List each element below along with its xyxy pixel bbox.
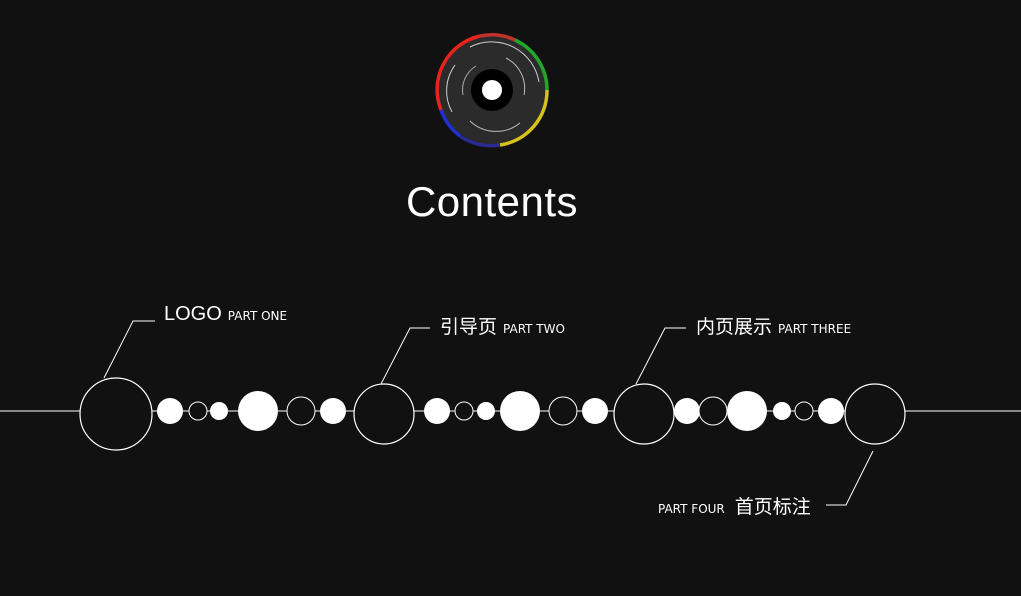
section-title: LOGO bbox=[164, 303, 222, 325]
logo-ring-yellow-arc bbox=[499, 89, 549, 147]
logo-groove-3 bbox=[505, 57, 526, 96]
dot bbox=[548, 396, 578, 426]
dot bbox=[188, 401, 208, 421]
logo-ring-top-arc bbox=[479, 33, 516, 42]
dot bbox=[210, 402, 228, 420]
logo-groove-4 bbox=[469, 120, 521, 132]
dot bbox=[727, 391, 767, 431]
logo-ring-blue-arc bbox=[439, 109, 462, 138]
dot bbox=[454, 401, 474, 421]
dot bbox=[157, 398, 183, 424]
dot bbox=[320, 398, 346, 424]
leader-lines bbox=[103, 320, 874, 506]
page-title: Contents bbox=[405, 178, 579, 225]
section-subtitle: PART ONE bbox=[227, 309, 288, 323]
dot bbox=[818, 398, 844, 424]
logo-ring-bottom-arc bbox=[459, 134, 501, 148]
logo-groove-5 bbox=[462, 65, 477, 96]
logo-groove-1 bbox=[469, 41, 540, 83]
logo-ring-green-arc bbox=[514, 38, 549, 91]
logo-groove-2 bbox=[446, 64, 456, 113]
section-label-3: 内页展示 PART THREE bbox=[696, 312, 851, 339]
leader-line-4 bbox=[826, 450, 874, 506]
section-title: 内页展示 bbox=[696, 316, 773, 338]
dot bbox=[500, 391, 540, 431]
section-title: 引导页 bbox=[440, 316, 498, 338]
dot bbox=[286, 396, 316, 426]
section-subtitle: PART THREE bbox=[778, 322, 852, 336]
section-marker-3 bbox=[613, 383, 675, 445]
dot bbox=[424, 398, 450, 424]
leader-line-2 bbox=[380, 327, 430, 385]
section-markers bbox=[79, 377, 906, 451]
section-marker-1 bbox=[79, 377, 153, 451]
leader-line-1 bbox=[103, 320, 155, 379]
section-subtitle: PART FOUR bbox=[658, 502, 725, 516]
section-label-1: LOGO PART ONE bbox=[164, 303, 287, 326]
dot bbox=[674, 398, 700, 424]
section-marker-2 bbox=[353, 383, 415, 445]
dot bbox=[773, 402, 791, 420]
section-label-2: 引导页 PART TWO bbox=[440, 312, 565, 339]
logo-center-dot bbox=[482, 80, 502, 100]
section-subtitle: PART TWO bbox=[503, 322, 565, 336]
dot bbox=[238, 391, 278, 431]
vinyl-record-icon bbox=[435, 33, 549, 148]
timeline-dots bbox=[157, 391, 844, 431]
logo-ring-red-arc bbox=[435, 34, 481, 111]
section-label-4: PART FOUR 首页标注 bbox=[658, 492, 811, 519]
section-marker-4 bbox=[844, 383, 906, 445]
dot bbox=[794, 401, 814, 421]
dot bbox=[477, 402, 495, 420]
dot bbox=[582, 398, 608, 424]
section-title: 首页标注 bbox=[734, 496, 811, 518]
leader-line-3 bbox=[635, 327, 686, 385]
dot bbox=[698, 396, 728, 426]
